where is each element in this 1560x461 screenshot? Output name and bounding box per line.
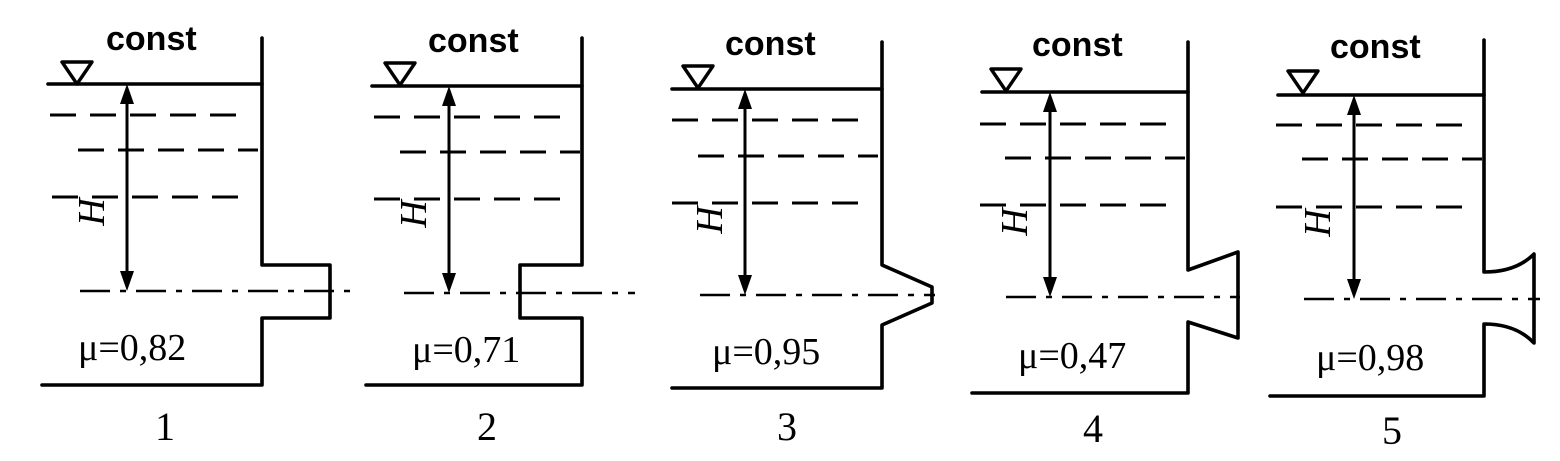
panel-3: const H μ=0,95 3	[670, 25, 935, 449]
tank-wall	[40, 36, 332, 387]
head-label: H	[1297, 207, 1339, 238]
panel-5: const H μ=0,98 5	[1268, 28, 1540, 453]
tank-wall	[1268, 38, 1536, 398]
arrow-down-icon	[1043, 277, 1057, 297]
arrow-down-icon	[120, 271, 134, 291]
tank-wall	[670, 40, 934, 390]
level-marker-icon	[989, 67, 1023, 93]
arrow-up-icon	[442, 86, 456, 106]
panel-number: 2	[477, 404, 497, 449]
level-label: const	[428, 22, 519, 60]
panel-number: 1	[155, 404, 175, 449]
level-marker-icon	[1286, 69, 1320, 95]
arrow-up-icon	[120, 84, 134, 104]
arrow-up-icon	[738, 89, 752, 109]
tank-wall	[364, 36, 584, 387]
panel-number: 4	[1083, 406, 1103, 451]
panel-number: 3	[777, 404, 797, 449]
discharge-coefficient: μ=0,47	[1018, 335, 1126, 377]
panel-4: const H μ=0,47 4	[970, 26, 1240, 451]
discharge-coefficient: μ=0,71	[412, 329, 520, 371]
discharge-coefficient: μ=0,95	[712, 331, 820, 373]
tank-wall	[970, 40, 1240, 395]
head-label: H	[71, 196, 113, 227]
level-marker-icon	[681, 64, 715, 90]
level-marker-icon	[60, 60, 94, 86]
arrow-down-icon	[1347, 279, 1361, 299]
level-label: const	[1032, 26, 1123, 64]
panel-1: const H μ=0,82 1	[40, 20, 355, 449]
arrow-down-icon	[738, 275, 752, 295]
arrow-up-icon	[1043, 92, 1057, 112]
level-label: const	[725, 25, 816, 63]
discharge-coefficient: μ=0,82	[78, 327, 186, 369]
panel-2: const H μ=0,71 2	[364, 22, 635, 449]
head-label: H	[994, 206, 1036, 237]
level-label: const	[1330, 28, 1421, 66]
head-label: H	[393, 198, 435, 229]
level-label: const	[106, 20, 197, 58]
head-label: H	[689, 204, 731, 235]
arrow-down-icon	[442, 273, 456, 293]
panel-number: 5	[1382, 408, 1402, 453]
arrow-up-icon	[1347, 95, 1361, 115]
level-marker-icon	[383, 61, 417, 87]
discharge-coefficient: μ=0,98	[1316, 337, 1424, 379]
